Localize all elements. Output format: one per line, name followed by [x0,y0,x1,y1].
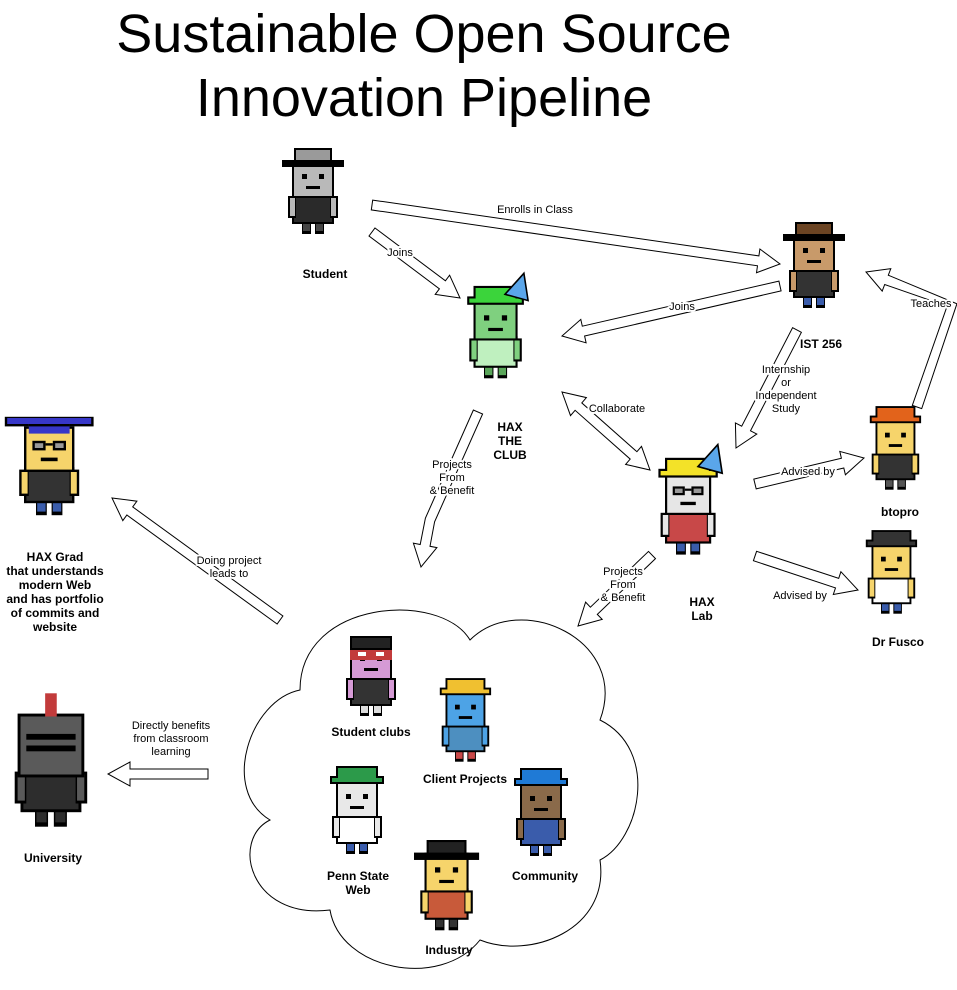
arrow-directly-benefits [106,761,209,787]
client-projects-label-line: Client Projects [423,772,507,786]
student-clubs-label-line: Student clubs [331,725,411,739]
hax-club-label-line: THE [498,434,522,448]
doing-project-label-line: leads to [210,568,249,580]
collaborate-label: Collaborate [587,401,647,417]
arrow-collaborate [561,391,651,471]
ist-joins-label-line: Joins [669,301,695,313]
teaches-label: Teaches [909,296,954,312]
btopro-label: btopro [881,505,919,519]
ist256-label-line: IST 256 [800,337,842,351]
arrow-doing-project [111,497,284,625]
internship-label-line: Internship [762,364,810,376]
btopro-avatar [869,406,922,490]
community-avatar [514,768,568,856]
arrow-internship [734,327,803,449]
industry-avatar [414,840,480,931]
student-label: Student [303,267,348,281]
community-label-line: Community [512,869,578,883]
projects-club-label-line: & Benefit [430,485,475,497]
arrow-advised-fusco [752,550,859,596]
internship-label-line: Independent [755,390,816,402]
title-line-1: Sustainable Open Source [116,4,732,64]
arrow-ist-joins [560,280,782,344]
doing-project-label-line: Doing project [197,555,262,567]
penn-state-web-label-line: Web [345,883,370,897]
penn-state-web-label-line: Penn State [327,869,389,883]
title-line-2: Innovation Pipeline [195,68,653,128]
hax-club-label-line: HAX [497,420,522,434]
student-label-line: Student [303,267,348,281]
advised-fusco-label: Advised by [771,588,829,604]
hax-lab-avatar [658,442,724,555]
industry-label: Industry [425,943,473,957]
hax-lab-label-line: HAX [689,595,714,609]
hax-grad-label-line: HAX Grad [27,550,84,564]
enrolls-label-line: Enrolls in Class [497,204,573,216]
student-clubs-avatar [346,636,396,716]
projects-lab-label-line: & Benefit [601,592,646,604]
projects-club-label-line: From [439,472,465,484]
hax-grad-label-line: modern Web [19,578,91,592]
arrow-enrolls [370,199,782,274]
community-label: Community [512,869,578,883]
university-label-line: University [24,851,82,865]
advised-fusco-label-line: Advised by [773,590,827,602]
directly-benefits-label-line: Directly benefits [132,720,211,732]
hax-grad-label-line: that understands [6,564,104,578]
arrow-advised-btopro [753,450,866,490]
enrolls-label: Enrolls in Class [495,202,575,218]
student-clubs-label: Student clubs [331,725,411,739]
advised-btopro-label-line: Advised by [781,466,835,478]
dr-fusco-avatar [865,530,918,614]
client-projects-label: Client Projects [423,772,507,786]
btopro-label-line: btopro [881,505,919,519]
penn-state-web-avatar [330,766,384,854]
hax-club-label-line: CLUB [493,448,527,462]
internship-label-line: Study [772,403,801,415]
arrow-projects-club [412,409,484,569]
university-avatar [14,693,88,827]
internship-label-line: or [781,377,791,389]
collaborate-label-line: Collaborate [589,403,645,415]
arrow-teaches [865,268,957,410]
page-title: Sustainable Open Source Innovation Pipel… [74,2,774,130]
hax-club-avatar [467,271,530,379]
student-joins-label-line: Joins [387,247,413,259]
hax-grad-avatar [4,416,94,516]
hax-grad-label-line: website [32,620,77,634]
arrow-student-joins [368,227,461,299]
hax-lab-label-line: Lab [691,609,712,623]
projects-club-label-line: Projects [432,459,472,471]
student-joins-label: Joins [385,245,415,261]
hax-grad-label-line: and has portfolio [6,592,103,606]
university-label: University [24,851,82,865]
projects-lab-label-line: From [610,579,636,591]
student-avatar [282,148,344,234]
arrow-projects-lab [577,550,657,627]
ist256-label: IST 256 [800,337,842,351]
dr-fusco-label-line: Dr Fusco [872,635,924,649]
directly-benefits-label-line: from classroom [133,733,208,745]
advised-btopro-label: Advised by [779,464,837,480]
projects-lab-label-line: Projects [603,566,643,578]
hax-grad-label-line: of commits and [11,606,100,620]
client-projects-avatar [439,678,492,762]
ist256-avatar [783,222,845,308]
industry-label-line: Industry [425,943,473,957]
dr-fusco-label: Dr Fusco [872,635,924,649]
ist-joins-label: Joins [667,299,697,315]
ecosystem-cloud [243,609,639,969]
directly-benefits-label-line: learning [151,746,190,758]
teaches-label-line: Teaches [911,298,952,310]
